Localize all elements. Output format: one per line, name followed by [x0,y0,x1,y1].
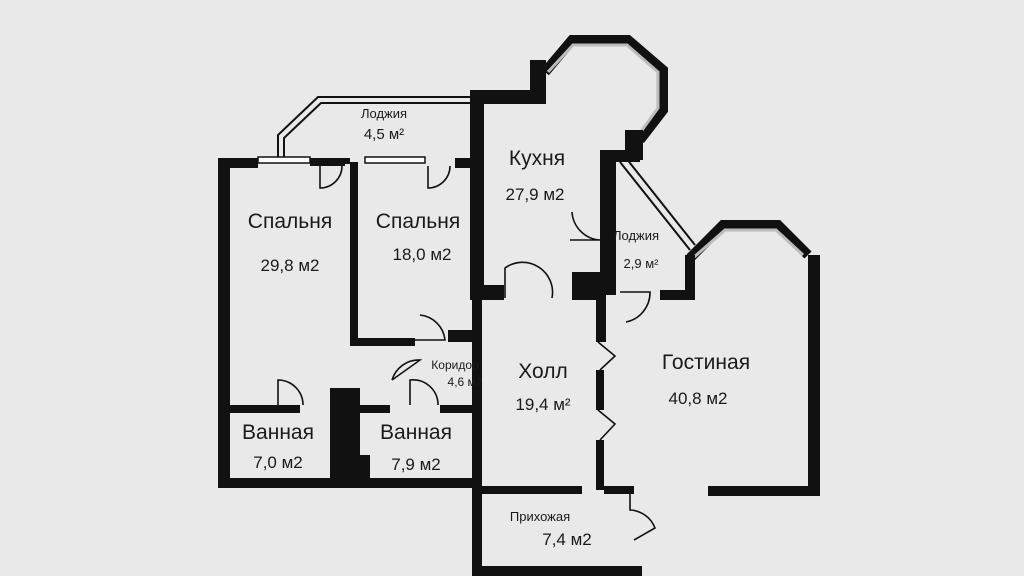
bedroom2-area: 18,0 м2 [392,245,452,264]
kitchen-name: Кухня [508,147,566,170]
hall-name: Холл [518,360,568,383]
living-bay-window [686,220,812,262]
loggia-small-area: 2,9 м² [623,256,659,271]
kitchen-bay-window [541,35,668,144]
bath2-area: 7,9 м2 [391,455,441,474]
entrance-area: 7,4 м2 [542,530,592,549]
loggia-top-outline [277,96,470,160]
corridor-area: 4,6 м2 [447,375,483,389]
walls [218,60,820,576]
bath2-name: Ванная [380,421,452,444]
bath1-name: Ванная [242,421,314,444]
windows [257,156,426,164]
loggia-small-name: Лоджия [612,228,660,243]
hall-area: 19,4 м² [515,395,571,414]
bath1-area: 7,0 м2 [253,453,303,472]
bedroom2-name: Спальня [375,210,461,233]
bedroom1-area: 29,8 м2 [260,256,320,275]
bedroom1-name: Спальня [247,210,333,233]
living-area: 40,8 м2 [668,389,728,408]
loggia-top-area: 4,5 м² [363,126,405,143]
loggia-small-outline [619,157,696,251]
corridor-name: Коридор [431,358,479,372]
living-name: Гостиная [661,351,751,374]
loggia-top-name: Лоджия [360,106,408,121]
kitchen-area: 27,9 м2 [505,185,565,204]
entrance-name: Прихожая [509,509,571,524]
door-arcs [277,165,656,541]
